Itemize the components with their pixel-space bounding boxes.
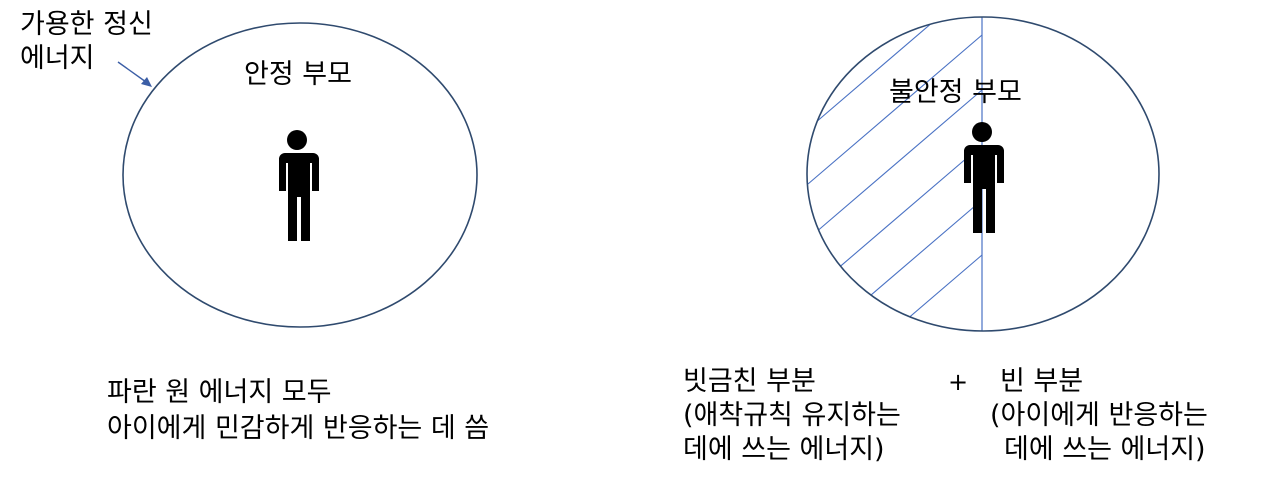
unstable-parent-title: 불안정 부모 bbox=[889, 77, 1022, 108]
hatched-desc-line1: (애착규칙 유지하는 bbox=[683, 400, 901, 431]
hatched-desc-line2: 데에 쓰는 에너지) bbox=[683, 434, 885, 465]
callout-label-line2: 에너지 bbox=[20, 43, 95, 74]
energy-circle-stable bbox=[122, 22, 478, 328]
person-icon bbox=[279, 130, 319, 241]
empty-desc-line2: 데에 쓰는 에너지) bbox=[1004, 434, 1206, 465]
hatched-region bbox=[807, 17, 983, 331]
callout-label-line1: 가용한 정신 bbox=[20, 9, 153, 40]
energy-circle-unstable bbox=[806, 16, 1160, 332]
stable-caption-line2: 아이에게 민감하게 반응하는 데 씀 bbox=[107, 413, 490, 444]
callout-arrow bbox=[117, 61, 152, 87]
hatched-label: 빗금친 부분 bbox=[683, 366, 816, 397]
person-icon bbox=[964, 122, 1004, 233]
stable-caption-line1: 파란 원 에너지 모두 bbox=[107, 377, 332, 408]
empty-desc-line1: (아이에게 반응하는 bbox=[990, 400, 1208, 431]
stable-parent-title: 안정 부모 bbox=[244, 59, 352, 90]
empty-label: 빈 부분 bbox=[1000, 366, 1084, 397]
plus-sign: + bbox=[948, 368, 969, 396]
